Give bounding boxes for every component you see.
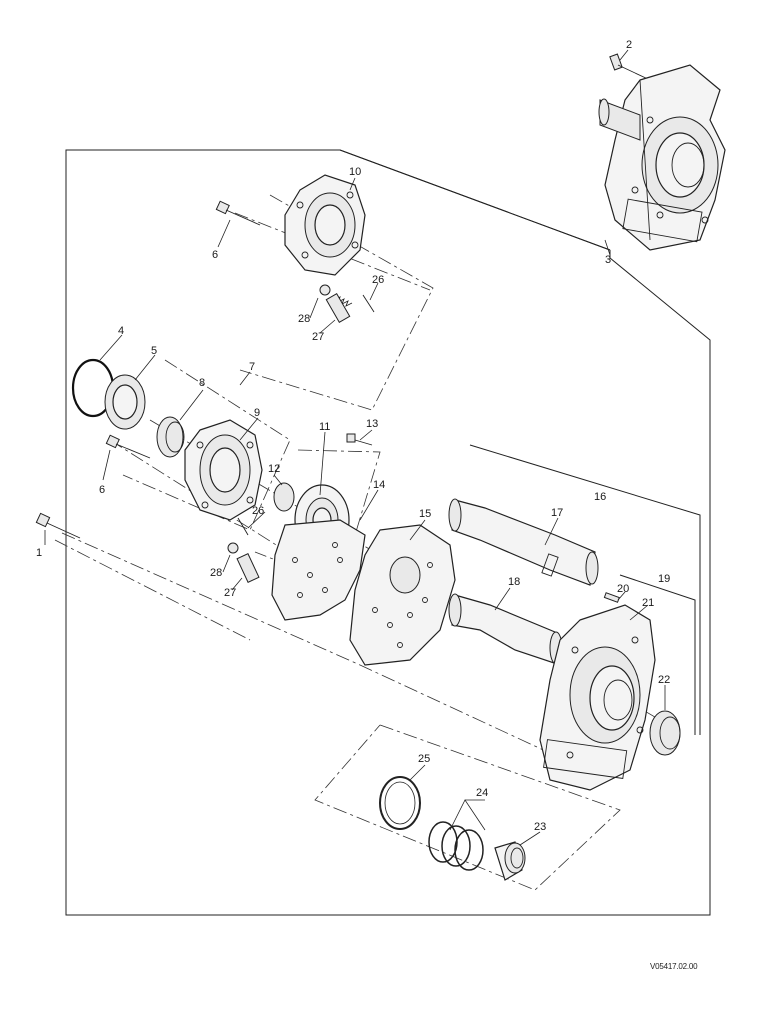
reference-code: V05417.02.00 xyxy=(650,962,698,971)
label-22: 22 xyxy=(658,674,670,686)
outer-frame xyxy=(65,149,711,916)
bolt-part-6-upper xyxy=(215,200,261,226)
label-9: 9 xyxy=(254,407,260,419)
group-boundary-25 xyxy=(314,724,621,891)
leader-lines xyxy=(44,49,666,846)
label-11: 11 xyxy=(319,421,330,433)
label-10: 10 xyxy=(349,166,361,178)
label-6-upper: 6 xyxy=(212,249,218,261)
snap-ring-part-25 xyxy=(379,776,421,830)
axis-line-main xyxy=(61,532,566,761)
pin-spring-ball-upper xyxy=(319,284,375,323)
group-boundary-lower xyxy=(54,539,251,641)
label-1: 1 xyxy=(36,547,42,559)
pin-spring-ball-lower xyxy=(227,517,260,583)
pump-cover-part-9 xyxy=(184,419,263,521)
label-3: 3 xyxy=(605,254,611,266)
label-28-lower: 28 xyxy=(210,567,222,579)
shaft-part-17 xyxy=(448,498,599,586)
label-20: 20 xyxy=(617,583,629,595)
label-2: 2 xyxy=(626,39,632,51)
label-28-upper: 28 xyxy=(298,313,310,325)
label-5: 5 xyxy=(151,345,157,357)
label-7: 7 xyxy=(249,361,255,373)
ring-part-12 xyxy=(273,482,295,512)
bolt-part-6-lower xyxy=(105,434,151,459)
label-26-lower: 26 xyxy=(252,505,264,517)
label-15: 15 xyxy=(419,508,431,520)
bearing-part-23 xyxy=(494,841,526,881)
label-23: 23 xyxy=(534,821,546,833)
label-4: 4 xyxy=(118,325,124,337)
label-14: 14 xyxy=(373,479,385,491)
label-8: 8 xyxy=(199,377,205,389)
label-16: 16 xyxy=(594,491,606,503)
label-17: 17 xyxy=(551,507,563,519)
bolt-part-1 xyxy=(35,512,81,539)
bolt-part-2 xyxy=(609,53,651,81)
label-12: 12 xyxy=(268,463,280,475)
label-19: 19 xyxy=(658,573,670,585)
seal-part-5 xyxy=(104,374,146,430)
seal-rings-part-24 xyxy=(428,821,484,871)
plate-part-15 xyxy=(349,524,456,666)
housing-part-3 xyxy=(598,64,726,251)
label-26-upper: 26 xyxy=(372,274,384,286)
label-18: 18 xyxy=(508,576,520,588)
group-boundary-11 xyxy=(254,449,381,586)
pump-body-part-10 xyxy=(284,174,366,276)
frame-top-right xyxy=(339,149,611,251)
bolt-part-13 xyxy=(346,433,373,446)
label-25: 25 xyxy=(418,753,430,765)
plate-part-14 xyxy=(271,519,366,621)
label-21: 21 xyxy=(642,597,654,609)
label-24: 24 xyxy=(476,787,488,799)
bushing-part-8 xyxy=(156,416,185,458)
label-27-upper: 27 xyxy=(312,331,324,343)
shaft-part-18 xyxy=(448,593,563,666)
bracket-19 xyxy=(619,574,696,735)
housing-part-21 xyxy=(539,604,656,791)
label-6-lower: 6 xyxy=(99,484,105,496)
bearing-part-22 xyxy=(649,710,681,756)
bracket-16 xyxy=(469,444,701,735)
label-27-lower: 27 xyxy=(224,587,236,599)
label-13: 13 xyxy=(366,418,378,430)
